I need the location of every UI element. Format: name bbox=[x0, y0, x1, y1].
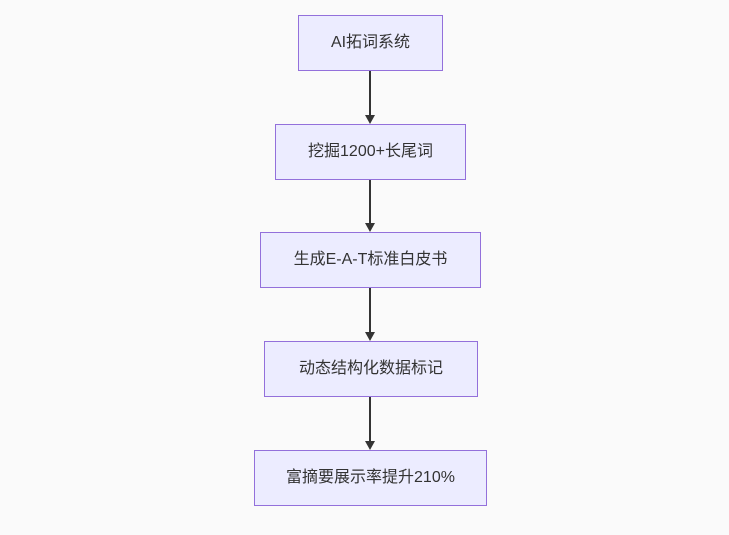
node-label: 富摘要展示率提升210% bbox=[286, 469, 455, 487]
edge-line bbox=[369, 397, 371, 441]
node-label: 挖掘1200+长尾词 bbox=[308, 143, 433, 161]
node-label: 生成E-A-T标准白皮书 bbox=[293, 251, 448, 269]
edge-line bbox=[369, 71, 371, 115]
flowchart-node-ai-word-expansion-system: AI拓词系统 bbox=[298, 15, 443, 71]
flowchart-node-rich-snippet-rate-increase: 富摘要展示率提升210% bbox=[254, 450, 487, 506]
edge-line bbox=[369, 180, 371, 223]
edge-line bbox=[369, 288, 371, 332]
flowchart-node-generate-eat-whitepaper: 生成E-A-T标准白皮书 bbox=[260, 232, 481, 288]
arrow-down-icon bbox=[365, 332, 375, 341]
arrow-down-icon bbox=[365, 441, 375, 450]
node-label: 动态结构化数据标记 bbox=[298, 360, 443, 378]
flowchart-node-dynamic-structured-data-markup: 动态结构化数据标记 bbox=[264, 341, 478, 397]
node-label: AI拓词系统 bbox=[330, 34, 411, 52]
flowchart-node-mine-longtail-keywords: 挖掘1200+长尾词 bbox=[275, 124, 466, 180]
arrow-down-icon bbox=[365, 223, 375, 232]
arrow-down-icon bbox=[365, 115, 375, 124]
